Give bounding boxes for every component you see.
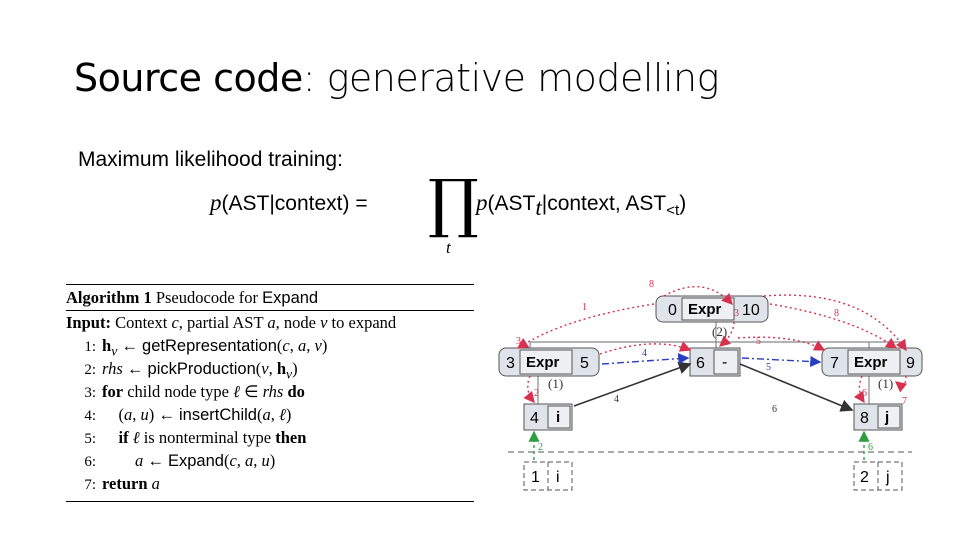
algorithm-caption-fn: Expand — [262, 289, 319, 307]
algorithm-top-rule — [66, 284, 474, 285]
svg-text:i: i — [556, 469, 560, 486]
algorithm-line-6: 6: a ← Expand(c, a, u) — [84, 451, 276, 470]
svg-text:(1): (1) — [878, 376, 893, 391]
algorithm-line-3: 3:for child node type ℓ ∈ rhs do — [84, 382, 305, 401]
formula-lhs-args: (AST|context) = — [221, 192, 368, 215]
svg-text:1: 1 — [582, 302, 587, 313]
node-minus: 6 - — [689, 347, 741, 377]
svg-text:7: 7 — [830, 355, 839, 372]
formula-rhs-a: (AST — [487, 192, 536, 215]
edge-labels: 1 8 8 3 3 2 5 6 7 4 5 4 6 2 6 (1) (1) (2… — [516, 279, 907, 453]
node-left-expr: 3 Expr 5 — [498, 347, 600, 377]
svg-text:j: j — [885, 469, 890, 486]
node-root: 0 Expr 10 — [655, 295, 769, 323]
svg-text:8: 8 — [860, 410, 869, 427]
svg-text:2: 2 — [860, 469, 869, 486]
svg-text:Expr: Expr — [688, 301, 722, 318]
subheading-main: Maximum likelihood training — [78, 148, 338, 171]
svg-text:(2): (2) — [712, 324, 727, 339]
svg-text:4: 4 — [642, 348, 647, 359]
subheading: Maximum likelihood training: — [78, 148, 343, 172]
green-arrows — [528, 430, 870, 460]
algorithm-bottom-rule — [66, 501, 474, 502]
formula-rhs-close: ) — [679, 192, 687, 215]
svg-text:3: 3 — [734, 308, 739, 319]
svg-text:6: 6 — [772, 404, 777, 415]
title-rest: : generative modelling — [302, 56, 720, 100]
dark-arrows — [573, 361, 854, 412]
svg-text:6: 6 — [696, 355, 705, 372]
svg-text:3: 3 — [506, 355, 515, 372]
algorithm-label: Algorithm 1 — [66, 288, 152, 307]
formula-lhs: p(AST|context) = — [210, 190, 368, 216]
blue-arrows — [601, 353, 822, 368]
svg-text:1: 1 — [531, 469, 540, 486]
product-subscript: t — [446, 238, 451, 257]
algorithm-input: Input: Context c, partial AST a, node v … — [66, 313, 397, 332]
node-right-expr: 7 Expr 9 — [821, 347, 923, 377]
svg-text:5: 5 — [766, 362, 771, 373]
algorithm-box: Algorithm 1 Pseudocode for Expand Input:… — [66, 284, 474, 502]
tree-edges — [529, 322, 904, 404]
svg-text:0: 0 — [668, 302, 677, 319]
svg-text:6: 6 — [868, 442, 873, 453]
svg-text:8: 8 — [649, 279, 654, 290]
formula-p: p — [210, 190, 222, 215]
algorithm-header: Algorithm 1 Pseudocode for Expand — [66, 285, 474, 310]
svg-text:4: 4 — [530, 410, 539, 427]
token-box-i: 1 i — [523, 461, 573, 491]
token-box-j: 2 j — [853, 461, 903, 491]
algorithm-line-5: 5: if ℓ is nonterminal type then — [84, 428, 307, 447]
formula-rhs: p(ASTt|context, AST<t) — [476, 190, 686, 221]
red-arrows — [516, 286, 908, 404]
svg-text:4: 4 — [614, 394, 619, 405]
algorithm-caption: Pseudocode for — [155, 288, 259, 307]
algorithm-line-2: 2:rhs ← pickProduction(v, hv) — [84, 359, 298, 382]
svg-text:-: - — [722, 354, 727, 371]
svg-text:2: 2 — [534, 388, 539, 399]
svg-text:i: i — [556, 409, 560, 426]
svg-text:Expr: Expr — [854, 354, 888, 371]
algorithm-line-4: 4: (a, u) ← insertChild(a, ℓ) — [84, 405, 292, 424]
ast-expansion-diagram: 0 Expr 10 3 Expr 5 6 - 7 Expr 9 4 i 8 j — [498, 279, 923, 491]
formula-sub-t: t — [535, 195, 542, 221]
svg-text:10: 10 — [742, 302, 760, 319]
svg-text:3: 3 — [516, 336, 521, 347]
subheading-colon: : — [337, 148, 343, 171]
svg-text:j: j — [884, 409, 889, 426]
svg-text:Expr: Expr — [526, 354, 560, 371]
svg-text:(1): (1) — [548, 376, 563, 391]
svg-text:5: 5 — [756, 336, 761, 347]
svg-text:2: 2 — [538, 442, 543, 453]
algorithm-mid-rule — [66, 310, 474, 311]
svg-text:7: 7 — [902, 396, 907, 407]
title-main: Source code — [74, 56, 303, 100]
formula-rhs-p: p — [476, 190, 488, 215]
formula-sub-lt: <t — [666, 202, 680, 220]
svg-text:5: 5 — [580, 355, 589, 372]
slide-title: Source code: generative modelling — [74, 56, 719, 100]
algorithm-line-7: 7:return a — [84, 474, 160, 493]
input-label: Input: — [66, 313, 111, 332]
formula-rhs-b: |context, AST — [541, 192, 667, 215]
node-leaf-i: 4 i — [523, 403, 573, 431]
svg-text:8: 8 — [834, 308, 839, 319]
svg-text:9: 9 — [906, 355, 915, 372]
svg-text:6: 6 — [862, 388, 867, 399]
node-leaf-j: 8 j — [853, 403, 903, 431]
product-symbol: ∏ — [428, 167, 479, 241]
algorithm-line-1: 1:hv ← getRepresentation(c, a, v) — [84, 336, 328, 359]
